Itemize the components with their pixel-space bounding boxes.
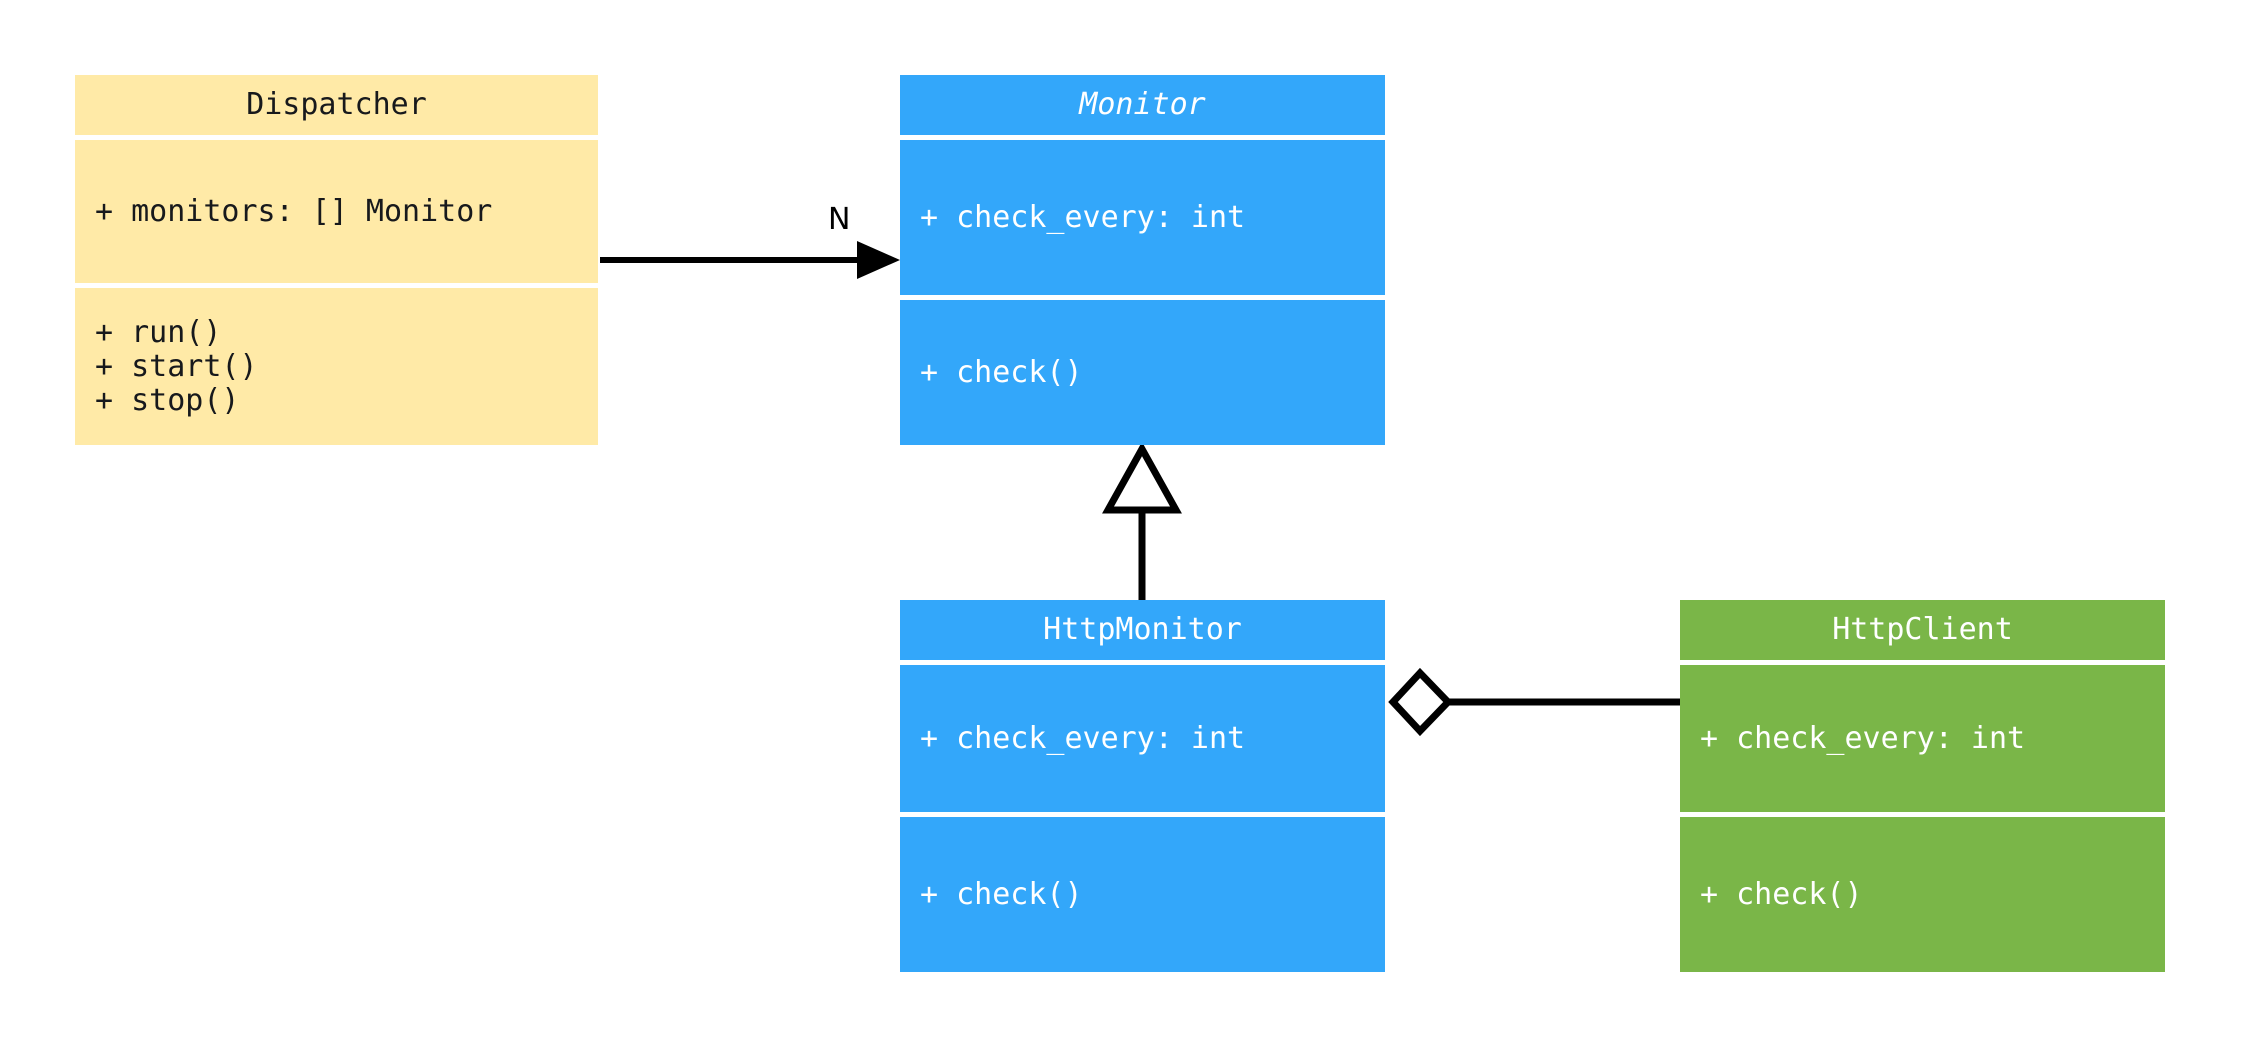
method-row: + run() [95,314,222,350]
hollow-triangle-arrowhead-icon [1102,441,1182,514]
class-title-http-monitor: HttpMonitor [900,600,1385,660]
attribute-row: + check_every: int [920,199,1246,235]
class-methods-monitor: + check() [900,300,1385,445]
class-attributes-dispatcher: + monitors: [] Monitor [75,140,598,283]
method-row: + check() [1700,876,1863,912]
attribute-row: + check_every: int [1700,720,2026,756]
edge-http-monitor-to-http-client [1388,667,1680,737]
edge-http-monitor-to-monitor [1102,441,1182,600]
edge-dispatcher-to-monitor [600,241,900,279]
method-row: + start() [95,348,258,384]
uml-class-dispatcher[interactable]: Dispatcher + monitors: [] Monitor + run(… [75,75,598,445]
hollow-diamond-icon [1388,667,1453,737]
filled-triangle-arrowhead-icon [857,241,900,279]
class-methods-http-client: + check() [1680,817,2165,972]
class-methods-dispatcher: + run() + start() + stop() [75,288,598,445]
edge-label-multiplicity-n: N [828,202,851,237]
method-row: + stop() [95,382,240,418]
class-title-http-client: HttpClient [1680,600,2165,660]
class-attributes-monitor: + check_every: int [900,140,1385,295]
method-row: + check() [920,876,1083,912]
class-methods-http-monitor: + check() [900,817,1385,972]
method-row: + check() [920,354,1083,390]
uml-class-http-monitor[interactable]: HttpMonitor + check_every: int + check() [900,600,1385,972]
attribute-row: + check_every: int [920,720,1246,756]
class-title-dispatcher: Dispatcher [75,75,598,135]
uml-class-http-client[interactable]: HttpClient + check_every: int + check() [1680,600,2165,972]
uml-class-monitor[interactable]: Monitor + check_every: int + check() [900,75,1385,445]
class-attributes-http-monitor: + check_every: int [900,665,1385,812]
class-title-monitor: Monitor [900,75,1385,135]
attribute-row: + monitors: [] Monitor [95,193,493,229]
class-attributes-http-client: + check_every: int [1680,665,2165,812]
